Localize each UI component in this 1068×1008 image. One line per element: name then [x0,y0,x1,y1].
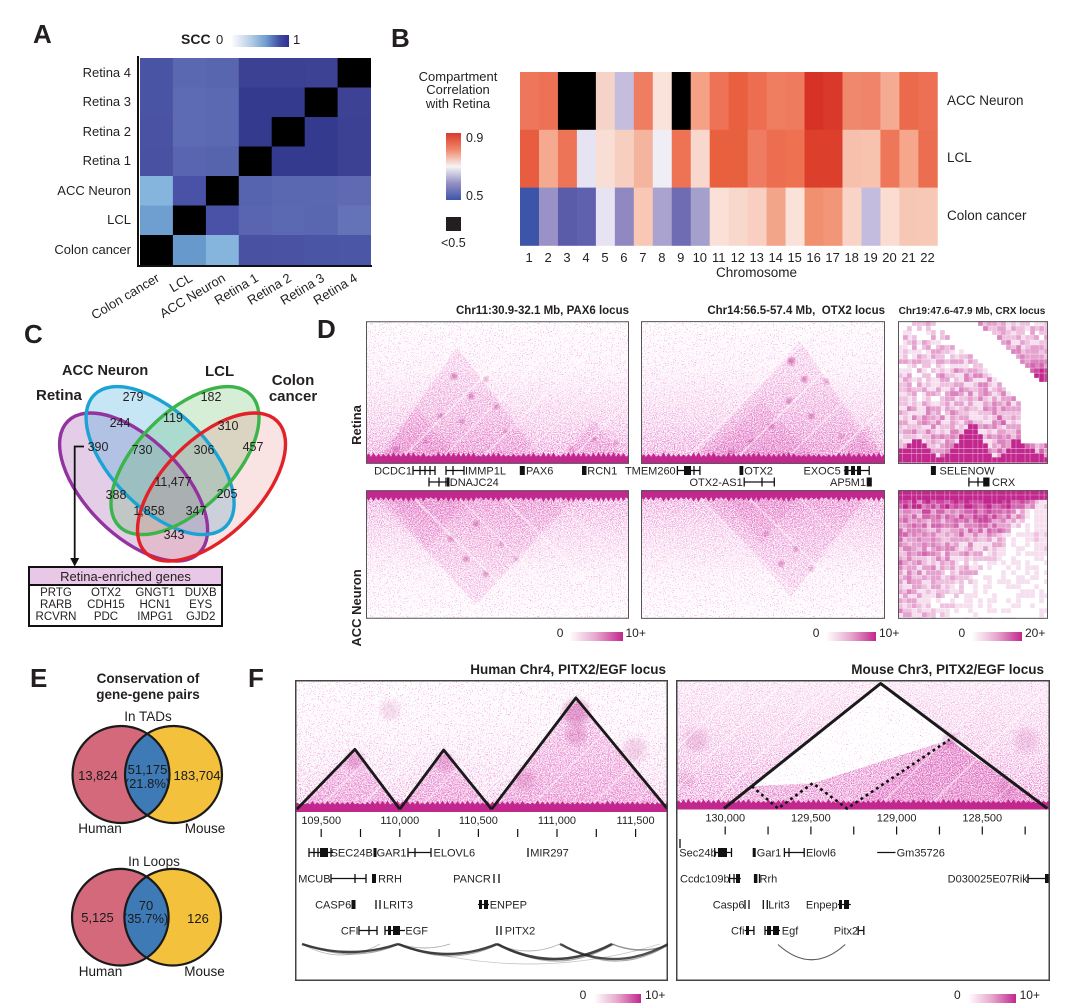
svg-text:Gm35726: Gm35726 [897,848,945,860]
svg-text:RRH: RRH [378,874,402,886]
svg-text:OTX2-AS1: OTX2-AS1 [690,477,743,489]
svg-text:Enpep: Enpep [806,900,838,912]
svg-text:SEC24B: SEC24B [331,848,373,860]
svg-text:Ccdc109b: Ccdc109b [680,874,730,886]
svg-text:CASP6: CASP6 [315,900,351,912]
svg-text:ENPEP: ENPEP [490,900,527,912]
svg-text:Elovl6: Elovl6 [806,848,836,860]
svg-text:RCN1: RCN1 [587,466,617,478]
svg-text:130,000: 130,000 [705,813,745,825]
svg-text:SELENOW: SELENOW [940,466,996,478]
svg-text:DCDC1: DCDC1 [374,466,412,478]
svg-text:MIR297: MIR297 [530,848,569,860]
svg-text:LRIT3: LRIT3 [383,900,413,912]
svg-text:OTX2: OTX2 [744,466,773,478]
svg-text:CRX: CRX [992,477,1016,489]
svg-text:IMMP1L: IMMP1L [465,466,506,478]
svg-text:EGF: EGF [405,926,428,938]
svg-text:PANCR: PANCR [453,874,491,886]
svg-text:EXOC5: EXOC5 [804,466,841,478]
svg-text:ELOVL6: ELOVL6 [434,848,476,860]
svg-text:111,000: 111,000 [538,815,576,827]
svg-text:PAX6: PAX6 [526,466,553,478]
svg-text:MCUB: MCUB [298,874,330,886]
svg-text:109,500: 109,500 [301,815,341,827]
svg-text:Sec24b: Sec24b [679,848,716,860]
svg-text:D030025E07Rik: D030025E07Rik [948,874,1029,886]
svg-text:110,000: 110,000 [380,815,419,827]
svg-text:AP5M1: AP5M1 [830,477,866,489]
svg-text:Rrh: Rrh [760,874,778,886]
svg-text:Cfi: Cfi [731,926,744,938]
svg-text:Casp6: Casp6 [713,900,745,912]
svg-text:Gar1: Gar1 [757,848,781,860]
svg-text:129,000: 129,000 [877,813,917,825]
svg-text:DNAJC24: DNAJC24 [450,477,499,489]
svg-text:128,500: 128,500 [962,813,1002,825]
svg-text:PITX2: PITX2 [505,926,536,938]
svg-text:Lrit3: Lrit3 [768,900,789,912]
svg-text:CFI: CFI [341,926,359,938]
svg-text:111,500: 111,500 [617,815,655,827]
svg-text:GAR1: GAR1 [377,848,407,860]
svg-text:Pitx2: Pitx2 [834,926,858,938]
svg-text:Egf: Egf [782,926,799,938]
svg-text:TMEM260: TMEM260 [625,466,676,478]
svg-text:129,500: 129,500 [791,813,831,825]
svg-text:110,500: 110,500 [459,815,498,827]
